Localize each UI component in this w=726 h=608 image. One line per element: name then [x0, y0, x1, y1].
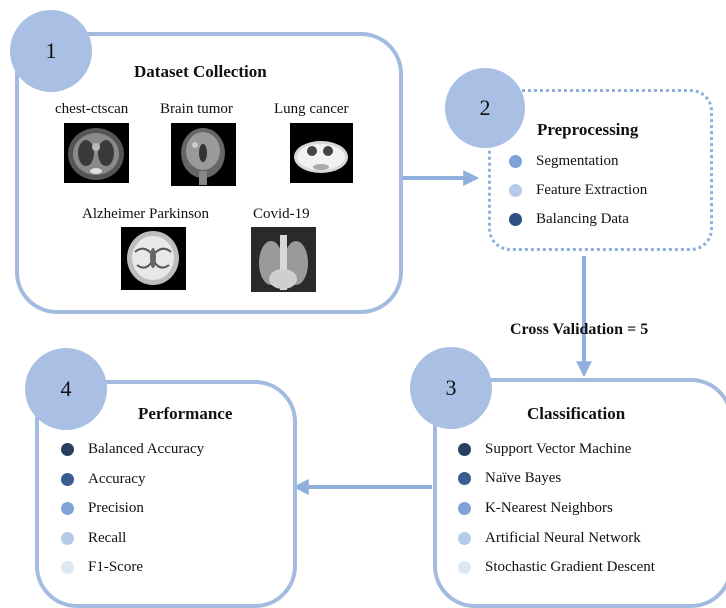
preprocessing-box	[488, 89, 713, 251]
performance-item-label: Balanced Accuracy	[88, 441, 205, 457]
classification-item-label: Artificial Neural Network	[485, 530, 641, 546]
preprocessing-item-label: Segmentation	[536, 153, 619, 169]
image-label-brain-tumor: Brain tumor	[160, 101, 233, 117]
classification-item: Support Vector Machine	[458, 441, 631, 458]
performance-item: Precision	[61, 500, 144, 517]
classification-item-label: Stochastic Gradient Descent	[485, 559, 655, 575]
preprocessing-item: Feature Extraction	[509, 182, 647, 199]
step-2-badge: 2	[445, 68, 525, 148]
bullet-icon	[61, 532, 74, 545]
dataset-collection-title: Dataset Collection	[134, 62, 267, 81]
alzheimer-parkinson-image	[121, 227, 186, 290]
classification-item-label: K-Nearest Neighbors	[485, 500, 613, 516]
performance-item-label: F1-Score	[88, 559, 143, 575]
classification-item: K-Nearest Neighbors	[458, 500, 613, 517]
preprocessing-item-label: Balancing Data	[536, 211, 629, 227]
performance-item: Recall	[61, 530, 126, 547]
performance-item-label: Precision	[88, 500, 144, 516]
classification-item: Naïve Bayes	[458, 470, 561, 487]
bullet-icon	[509, 184, 522, 197]
bullet-icon	[458, 443, 471, 456]
lung-cancer-image	[290, 123, 353, 183]
performance-item: Accuracy	[61, 471, 145, 488]
classification-title: Classification	[527, 404, 626, 423]
image-label-chest-ctscan: chest-ctscan	[55, 101, 129, 117]
performance-title: Performance	[138, 404, 233, 423]
chest-ctscan-image	[64, 123, 129, 183]
bullet-icon	[458, 532, 471, 545]
image-label-lung-cancer: Lung cancer	[274, 101, 349, 117]
bullet-icon	[509, 213, 522, 226]
cross-validation-label: Cross Validation = 5	[510, 321, 649, 338]
performance-item-label: Accuracy	[88, 471, 146, 487]
bullet-icon	[458, 561, 471, 574]
bullet-icon	[61, 561, 74, 574]
performance-item-label: Recall	[88, 530, 127, 546]
bullet-icon	[458, 472, 471, 485]
classification-item-label: Naïve Bayes	[485, 470, 562, 486]
classification-box	[433, 378, 726, 608]
classification-item: Stochastic Gradient Descent	[458, 559, 655, 576]
bullet-icon	[509, 155, 522, 168]
preprocessing-item: Segmentation	[509, 153, 619, 170]
preprocessing-item-label: Feature Extraction	[536, 182, 648, 198]
step-3-badge: 3	[410, 347, 492, 429]
preprocessing-title: Preprocessing	[537, 120, 639, 139]
bullet-icon	[61, 473, 74, 486]
bullet-icon	[458, 502, 471, 515]
performance-item: F1-Score	[61, 559, 143, 576]
image-label-covid-19: Covid-19	[253, 206, 310, 222]
performance-box	[35, 380, 297, 608]
brain-tumor-image	[171, 123, 236, 186]
covid-19-image	[251, 227, 316, 292]
classification-item: Artificial Neural Network	[458, 530, 641, 547]
classification-item-label: Support Vector Machine	[485, 441, 632, 457]
performance-item: Balanced Accuracy	[61, 441, 204, 458]
preprocessing-item: Balancing Data	[509, 211, 629, 228]
image-label-alzheimer-parkinson: Alzheimer Parkinson	[82, 206, 210, 222]
step-1-badge: 1	[10, 10, 92, 92]
bullet-icon	[61, 443, 74, 456]
bullet-icon	[61, 502, 74, 515]
step-4-badge: 4	[25, 348, 107, 430]
